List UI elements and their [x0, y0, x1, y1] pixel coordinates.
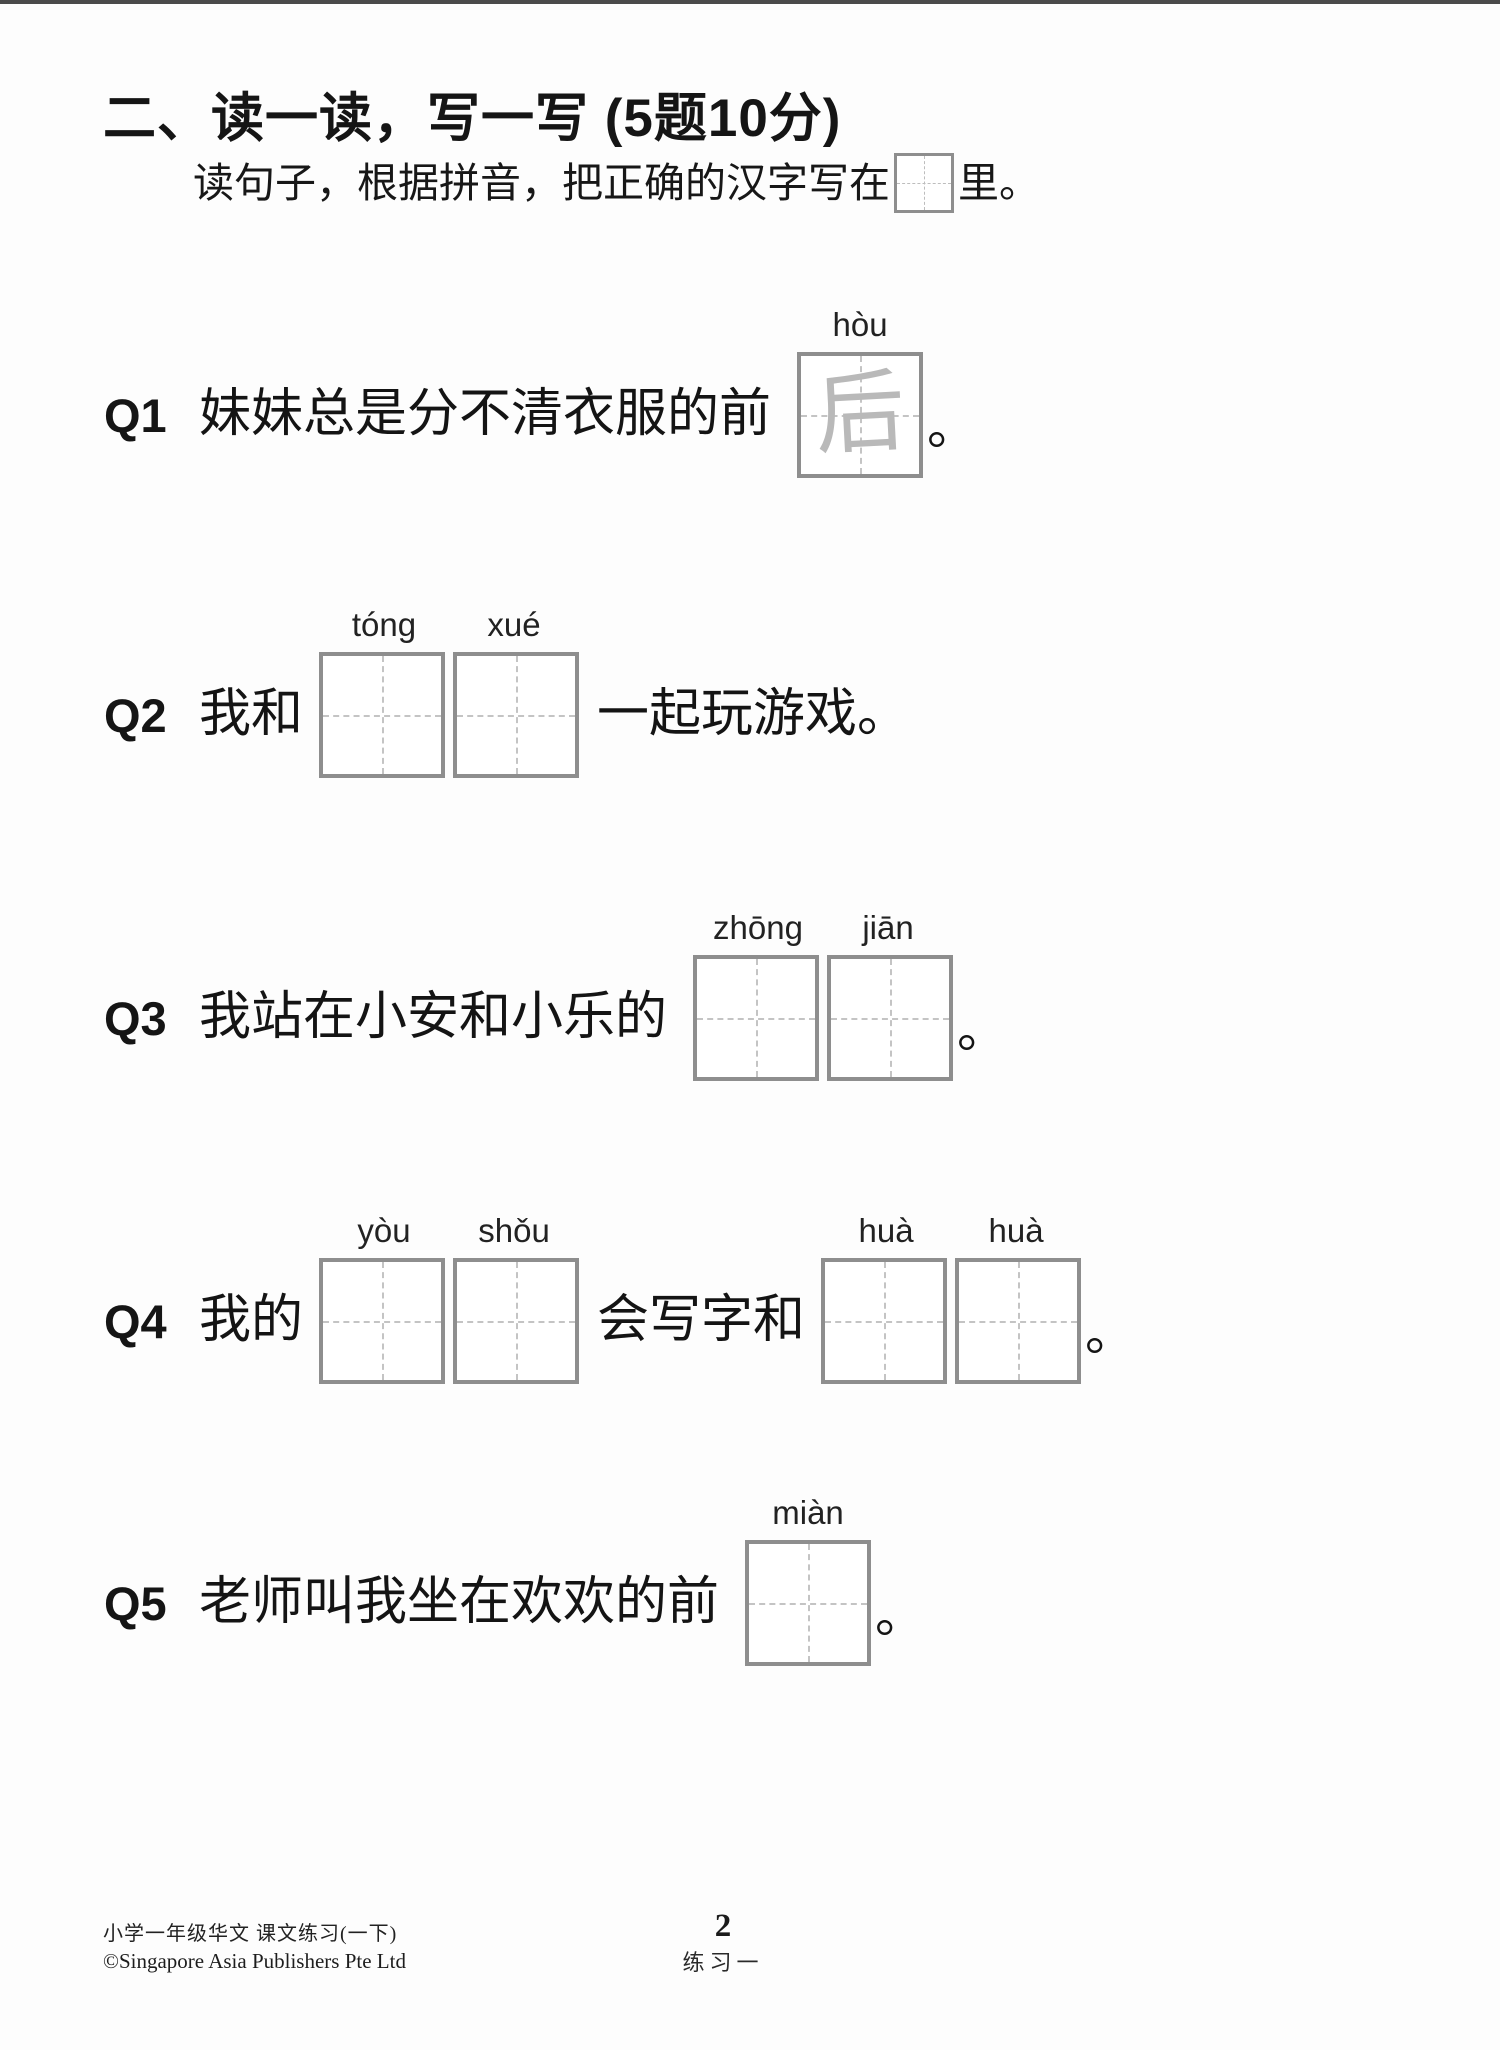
pinyin-hint: hòu	[832, 306, 888, 343]
pinyin-hint: yòu	[357, 1212, 411, 1249]
writing-box[interactable]	[319, 1258, 446, 1384]
question-text: 我和	[199, 686, 304, 743]
footer: 小学一年级华文 课文练习(一下) ©Singapore Asia Publish…	[103, 1924, 406, 1972]
question-row-2: Q2 我和 tóng xué 一起玩游戏。	[104, 606, 910, 778]
pinyin-hint: huà	[988, 1212, 1044, 1249]
page-title: 二、读一读，写一写 (5题10分)	[103, 89, 842, 148]
footer-book-title: 小学一年级华文 课文练习(一下)	[103, 1923, 398, 1945]
writing-box[interactable]	[453, 1258, 580, 1384]
trace-character: 后	[812, 362, 908, 467]
writing-box[interactable]	[745, 1540, 872, 1666]
scan-edge-artifact	[0, 0, 1500, 4]
page-number: 2	[714, 1908, 732, 1944]
question-text: 会写字和	[597, 1292, 806, 1349]
instruction-text: 读句子，根据拼音，把正确的汉字写在	[193, 159, 890, 206]
question-text: 妹妹总是分不清衣服的前	[199, 386, 772, 443]
pinyin-hint: miàn	[772, 1494, 844, 1531]
writing-box[interactable]	[453, 652, 580, 778]
pinyin-row: hòu	[797, 306, 923, 344]
pinyin-row: yòu shǒu	[319, 1212, 579, 1250]
question-label: Q2	[104, 688, 167, 742]
question-row-3: Q3 我站在小安和小乐的 zhōng jiān 。	[104, 909, 1008, 1081]
question-row-1: Q1 妹妹总是分不清衣服的前 hòu 后 。	[104, 306, 978, 478]
sentence-period: 。	[1085, 1305, 1136, 1361]
sentence-period: 。	[957, 1002, 1008, 1058]
question-text: 一起玩游戏。	[597, 686, 910, 743]
question-label: Q1	[104, 388, 167, 442]
footer-section-label: 练习一	[682, 1950, 764, 1975]
instruction-suffix: 里。	[958, 159, 1040, 206]
pinyin-hint: jiān	[862, 909, 914, 946]
question-text: 我站在小安和小乐的	[199, 989, 668, 1046]
footer-copyright: ©Singapore Asia Publishers Pte Ltd	[103, 1949, 406, 1973]
sentence-period: 。	[927, 399, 978, 455]
writing-box[interactable]: 后	[797, 352, 924, 478]
sentence-period: 。	[875, 1587, 926, 1643]
pinyin-row: zhōng jiān	[693, 909, 953, 947]
writing-box-group: miàn	[745, 1494, 872, 1666]
question-row-4: Q4 我的 yòu shǒu 会写字和 huà huà 。	[104, 1212, 1136, 1384]
pinyin-hint: tóng	[351, 606, 417, 643]
writing-box-group: zhōng jiān	[693, 909, 954, 1081]
question-label: Q5	[104, 1576, 167, 1630]
writing-box[interactable]	[827, 955, 954, 1081]
question-text: 老师叫我坐在欢欢的前	[199, 1574, 720, 1631]
writing-box-group: tóng xué	[319, 606, 580, 778]
pinyin-row: huà huà	[821, 1212, 1081, 1250]
pinyin-hint: zhōng	[713, 909, 803, 946]
writing-box[interactable]	[693, 955, 820, 1081]
instruction-example-box	[894, 153, 954, 213]
writing-box[interactable]	[319, 652, 446, 778]
question-row-5: Q5 老师叫我坐在欢欢的前 miàn 。	[104, 1494, 926, 1666]
pinyin-hint: xué	[487, 606, 541, 643]
pinyin-row: tóng xué	[319, 606, 579, 644]
question-text: 我的	[199, 1292, 304, 1349]
question-label: Q3	[104, 991, 167, 1045]
pinyin-row: miàn	[745, 1494, 871, 1532]
question-label: Q4	[104, 1294, 167, 1348]
pinyin-hint: shǒu	[478, 1212, 550, 1249]
writing-box[interactable]	[821, 1258, 948, 1384]
writing-box[interactable]	[955, 1258, 1082, 1384]
writing-box-group: hòu 后	[797, 306, 924, 478]
writing-box-group: huà huà	[821, 1212, 1082, 1384]
writing-box-group: yòu shǒu	[319, 1212, 580, 1384]
pinyin-hint: huà	[858, 1212, 914, 1249]
instruction-line: 读句子，根据拼音，把正确的汉字写在 里。	[193, 150, 1040, 216]
